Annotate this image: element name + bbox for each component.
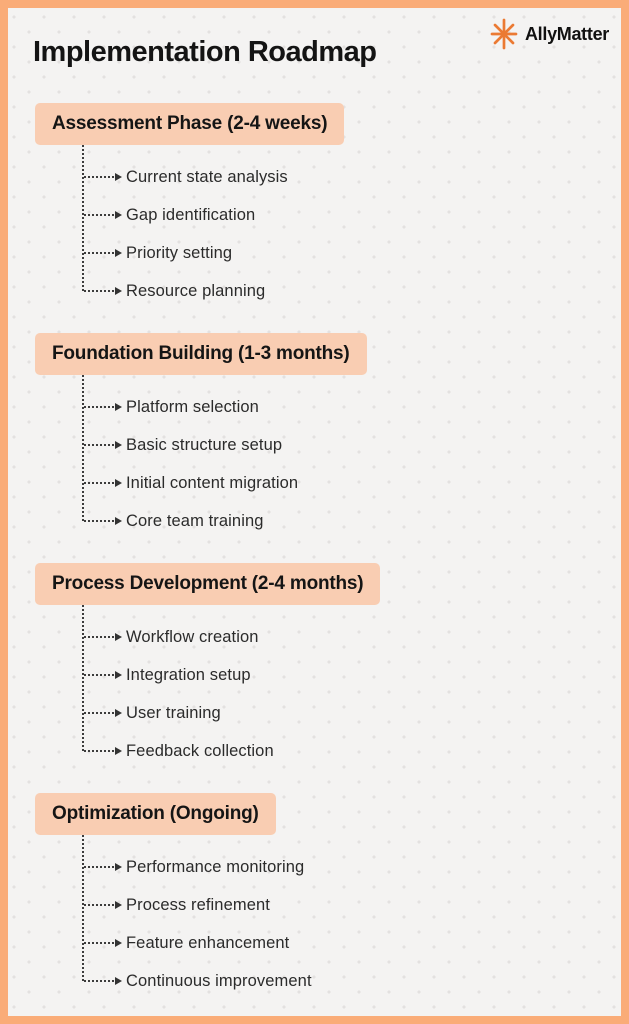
item-label: Initial content migration — [126, 473, 299, 492]
item-row: Current state analysis — [8, 158, 621, 196]
item-label: Continuous improvement — [126, 971, 312, 990]
item-row: Gap identification — [8, 196, 621, 234]
connector-branch — [84, 214, 114, 217]
connector-branch — [84, 636, 114, 639]
phase-sections: Assessment Phase (2-4 weeks) Current sta… — [8, 103, 621, 1000]
phase-header-band: Foundation Building (1-3 months) — [35, 333, 367, 376]
connector-branch — [84, 290, 114, 293]
phase-header-band: Assessment Phase (2-4 weeks) — [35, 103, 345, 146]
arrow-right-icon — [115, 709, 122, 718]
connector-branch — [84, 444, 114, 447]
arrow-right-icon — [115, 633, 122, 642]
brand-logo: AllyMatter — [488, 16, 609, 52]
item-label: Resource planning — [126, 281, 266, 300]
phase-header-label: Optimization (Ongoing) — [52, 803, 259, 825]
item-label: Integration setup — [126, 665, 251, 684]
phase-header-label: Foundation Building (1-3 months) — [52, 343, 350, 365]
brand-name: AllyMatter — [524, 23, 609, 44]
phase-items: Platform selection Basic structure setup… — [8, 375, 621, 540]
arrow-right-icon — [115, 249, 122, 258]
item-row: Feature enhancement — [8, 924, 621, 962]
arrow-right-icon — [115, 403, 122, 412]
connector-branch — [84, 482, 114, 485]
item-label: Gap identification — [126, 205, 256, 224]
item-row: Core team training — [8, 502, 621, 540]
arrow-right-icon — [115, 479, 122, 488]
arrow-right-icon — [115, 287, 122, 296]
arrow-right-icon — [115, 211, 122, 220]
connector-branch — [84, 674, 114, 677]
item-row: Resource planning — [8, 272, 621, 310]
arrow-right-icon — [115, 863, 122, 872]
connector-branch — [84, 866, 114, 869]
connector-branch — [84, 942, 114, 945]
item-label: Performance monitoring — [126, 857, 305, 876]
connector-branch — [84, 712, 114, 715]
item-row: Basic structure setup — [8, 426, 621, 464]
item-row: Priority setting — [8, 234, 621, 272]
connector-branch — [84, 176, 114, 179]
phase-header-label: Process Development (2-4 months) — [52, 573, 364, 595]
item-label: Current state analysis — [126, 167, 288, 186]
arrow-right-icon — [115, 939, 122, 948]
phase-items: Performance monitoring Process refinemen… — [8, 835, 621, 1000]
connector-branch — [84, 406, 114, 409]
item-row: Feedback collection — [8, 732, 621, 770]
item-row: Continuous improvement — [8, 962, 621, 1000]
item-label: User training — [126, 703, 221, 722]
connector-branch — [84, 520, 114, 523]
item-label: Basic structure setup — [126, 435, 283, 454]
item-label: Priority setting — [126, 243, 233, 262]
phase-header-label: Assessment Phase (2-4 weeks) — [52, 113, 328, 135]
item-row: Initial content migration — [8, 464, 621, 502]
arrow-right-icon — [115, 441, 122, 450]
connector-vline — [82, 605, 84, 752]
item-row: Platform selection — [8, 388, 621, 426]
phase-items: Current state analysis Gap identificatio… — [8, 145, 621, 310]
item-label: Workflow creation — [126, 627, 259, 646]
connector-vline — [82, 145, 84, 292]
connector-branch — [84, 904, 114, 907]
item-label: Process refinement — [126, 895, 270, 914]
connector-vline — [82, 835, 84, 982]
item-row: Workflow creation — [8, 618, 621, 656]
item-label: Feature enhancement — [126, 933, 290, 952]
connector-branch — [84, 252, 114, 255]
arrow-right-icon — [115, 671, 122, 680]
canvas-panel: AllyMatter Implementation Roadmap Assess… — [8, 8, 621, 1016]
phase-header-band: Optimization (Ongoing) — [35, 793, 276, 836]
item-row: Integration setup — [8, 656, 621, 694]
item-label: Core team training — [126, 511, 264, 530]
arrow-right-icon — [115, 517, 122, 526]
item-label: Feedback collection — [126, 741, 274, 760]
connector-vline — [82, 375, 84, 522]
page-title: Implementation Roadmap — [33, 36, 377, 68]
arrow-right-icon — [115, 173, 122, 182]
item-row: Process refinement — [8, 886, 621, 924]
connector-branch — [84, 750, 114, 753]
arrow-right-icon — [115, 901, 122, 910]
asterisk-spark-icon — [488, 17, 520, 51]
phase-section-assessment: Assessment Phase (2-4 weeks) Current sta… — [8, 103, 621, 310]
phase-section-foundation: Foundation Building (1-3 months) Platfor… — [8, 333, 621, 540]
item-label: Platform selection — [126, 397, 259, 416]
arrow-right-icon — [115, 977, 122, 986]
item-row: User training — [8, 694, 621, 732]
arrow-right-icon — [115, 747, 122, 756]
phase-header-band: Process Development (2-4 months) — [35, 563, 381, 606]
connector-branch — [84, 980, 114, 983]
phase-items: Workflow creation Integration setup User… — [8, 605, 621, 770]
phase-section-optimization: Optimization (Ongoing) Performance monit… — [8, 793, 621, 1000]
phase-section-process: Process Development (2-4 months) Workflo… — [8, 563, 621, 770]
item-row: Performance monitoring — [8, 848, 621, 886]
